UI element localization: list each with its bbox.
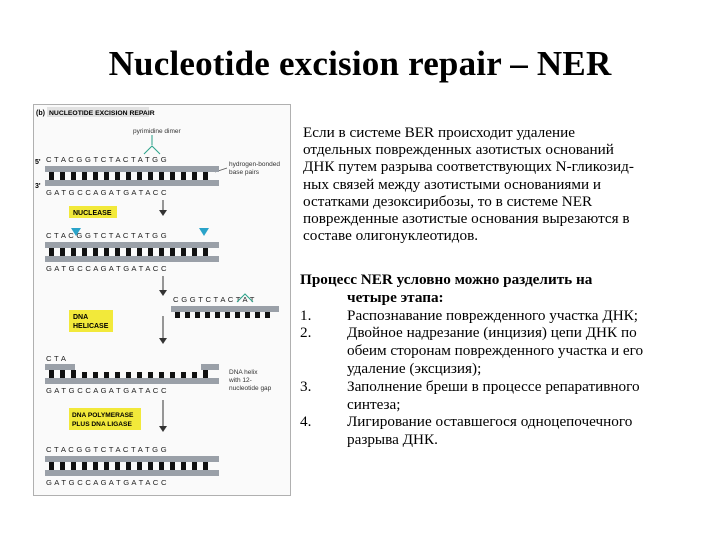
excised-backbone: [171, 306, 279, 312]
diagram-header-bg: [47, 107, 149, 117]
top-backbone: [45, 242, 219, 248]
top-strand-sequence: C T A C G G T C T A C T A T G G: [46, 155, 167, 164]
base-pair-ticks: [49, 462, 208, 470]
list-item-text: синтеза;: [347, 395, 401, 413]
dimer-bracket: [143, 145, 161, 155]
arrow-2-head: [159, 290, 167, 296]
helicase-label-2: HELICASE: [73, 323, 109, 330]
base-pair-ticks: [49, 370, 208, 378]
list-item-number: 4.: [300, 413, 312, 431]
bottom-strand-sequence: G A T G C C A G A T G A T A C C: [46, 264, 167, 273]
list-item: 4. Лигирование оставшегося одноцепочечно…: [300, 413, 715, 449]
bottom-backbone: [45, 470, 219, 476]
gap-label-3: nucleotide gap: [229, 385, 272, 392]
page-title: Nucleotide excision repair – NER: [108, 44, 612, 83]
base-pair-ticks: [49, 248, 208, 256]
single-strand-ticks: [82, 372, 197, 378]
cut-marker-left: [71, 228, 81, 236]
top-backbone: [45, 166, 219, 172]
bottom-backbone: [45, 180, 219, 186]
cut-marker-right: [199, 228, 209, 236]
bottom-strand-sequence: G A T G C C A G A T G A T A C C: [46, 188, 167, 197]
helicase-box: [69, 310, 113, 332]
list-item-text: Заполнение бреши в процессе репаративног…: [347, 377, 640, 395]
helicase-label-1: DNA: [73, 314, 88, 321]
list-lead: Процесс NER условно можно разделить на: [300, 271, 593, 288]
list-item-text: обеим сторонам поврежденного участка и е…: [347, 342, 644, 360]
arrow-3-head: [159, 338, 167, 344]
list-item: 2. Двойное надрезание (инцизия) цепи ДНК…: [300, 324, 715, 377]
diagram-header: NUCLEOTIDE EXCISION REPAIR: [49, 110, 155, 117]
list-item-text: разрыва ДНК.: [347, 431, 438, 449]
nuclease-box: [69, 206, 117, 218]
pyrimidine-dimer-label: pyrimidine dimer: [133, 128, 182, 135]
excised-sequence: C G G T C T A C T A T: [173, 295, 255, 304]
prime-5: 5': [35, 159, 41, 166]
list-item: 3. Заполнение бреши в процессе репаратив…: [300, 378, 715, 414]
list-item-text: Двойное надрезание (инцизия) цепи ДНК по: [347, 324, 637, 342]
gap-label-1: DNA helix: [229, 369, 258, 376]
hbond-label-1: hydrogen-bonded: [229, 161, 280, 168]
paragraph-line: ДНК путем разрыва соответствующих N-глик…: [303, 158, 634, 176]
list-item-number: 2.: [300, 324, 312, 342]
nuclease-label: NUCLEASE: [73, 210, 112, 217]
dna-helix-2: C T A C G G T C T A C T A T G G G A T G …: [45, 228, 219, 273]
polymerase-label-1: DNA POLYMERASE: [72, 412, 134, 419]
dna-helix-repaired: C T A C G G T C T A C T A T G G G A T G …: [45, 445, 219, 487]
paragraph-line: отдельных поврежденных азотистых основан…: [303, 141, 614, 159]
list-item-text: Лигирование оставшегося одноцепочечного: [347, 413, 633, 431]
hbond-label-2: base pairs: [229, 169, 260, 176]
list-item-text: удаление (эксцизия);: [347, 359, 482, 377]
top-backbone-right: [201, 364, 219, 370]
polymerase-label-2: PLUS DNA LIGASE: [72, 421, 132, 428]
paragraph-line: остатками дезоксирибозы, то в системе NE…: [303, 192, 593, 210]
excised-base-ticks: [175, 312, 270, 318]
top-backbone-left: [45, 364, 75, 370]
list-item-number: 1.: [300, 306, 312, 324]
panel-label: (b): [36, 110, 45, 117]
polymerase-box: [69, 408, 141, 430]
dna-helix-1: C T A C G G T C T A C T A T G G G A T G …: [45, 145, 219, 197]
excised-dimer-bracket: [236, 293, 254, 303]
gap-bottom-sequence: G A T G C C A G A T G A T A C C: [46, 386, 167, 395]
top-strand-sequence: C T A C G G T C T A C T A T G G: [46, 231, 167, 240]
dna-helix-gapped: C T A G A T G C C A G A T G A T A C C: [45, 354, 219, 395]
prime-3: 3': [35, 183, 41, 190]
list-lead-continued: четыре этапа:: [347, 288, 444, 306]
ner-stages-list: Процесс NER условно можно разделить на ч…: [300, 271, 715, 449]
paragraph-line: ных связей между азотистыми основаниями …: [303, 175, 602, 193]
arrow-4-head: [159, 426, 167, 432]
ner-diagram: (b) NUCLEOTIDE EXCISION REPAIR pyrimidin…: [33, 104, 291, 496]
arrow-1-head: [159, 210, 167, 216]
base-pair-ticks: [49, 172, 208, 180]
list-item: 1. Распознавание поврежденного участка Д…: [300, 307, 715, 325]
gap-top-left-sequence: C T A: [46, 354, 67, 363]
list-item-text: Распознавание поврежденного участка ДНК;: [347, 306, 639, 324]
list-item-number: 3.: [300, 377, 312, 395]
bottom-backbone: [45, 256, 219, 262]
paragraph-line: составе олигонуклеотидов.: [303, 227, 479, 245]
excised-oligonucleotide: C G G T C T A C T A T: [171, 293, 279, 318]
top-strand-sequence: C T A C G G T C T A C T A T G G: [46, 445, 167, 454]
paragraph-line: поврежденные азотистые основания вырезаю…: [303, 210, 630, 228]
intro-paragraph: Если в системе BER происходит удаление о…: [303, 124, 708, 244]
top-backbone: [45, 456, 219, 462]
bottom-backbone: [45, 378, 219, 384]
bottom-strand-sequence: G A T G C C A G A T G A T A C C: [46, 478, 167, 487]
gap-label-2: with 12-: [228, 377, 252, 384]
paragraph-line: Если в системе BER происходит удаление: [303, 124, 575, 141]
